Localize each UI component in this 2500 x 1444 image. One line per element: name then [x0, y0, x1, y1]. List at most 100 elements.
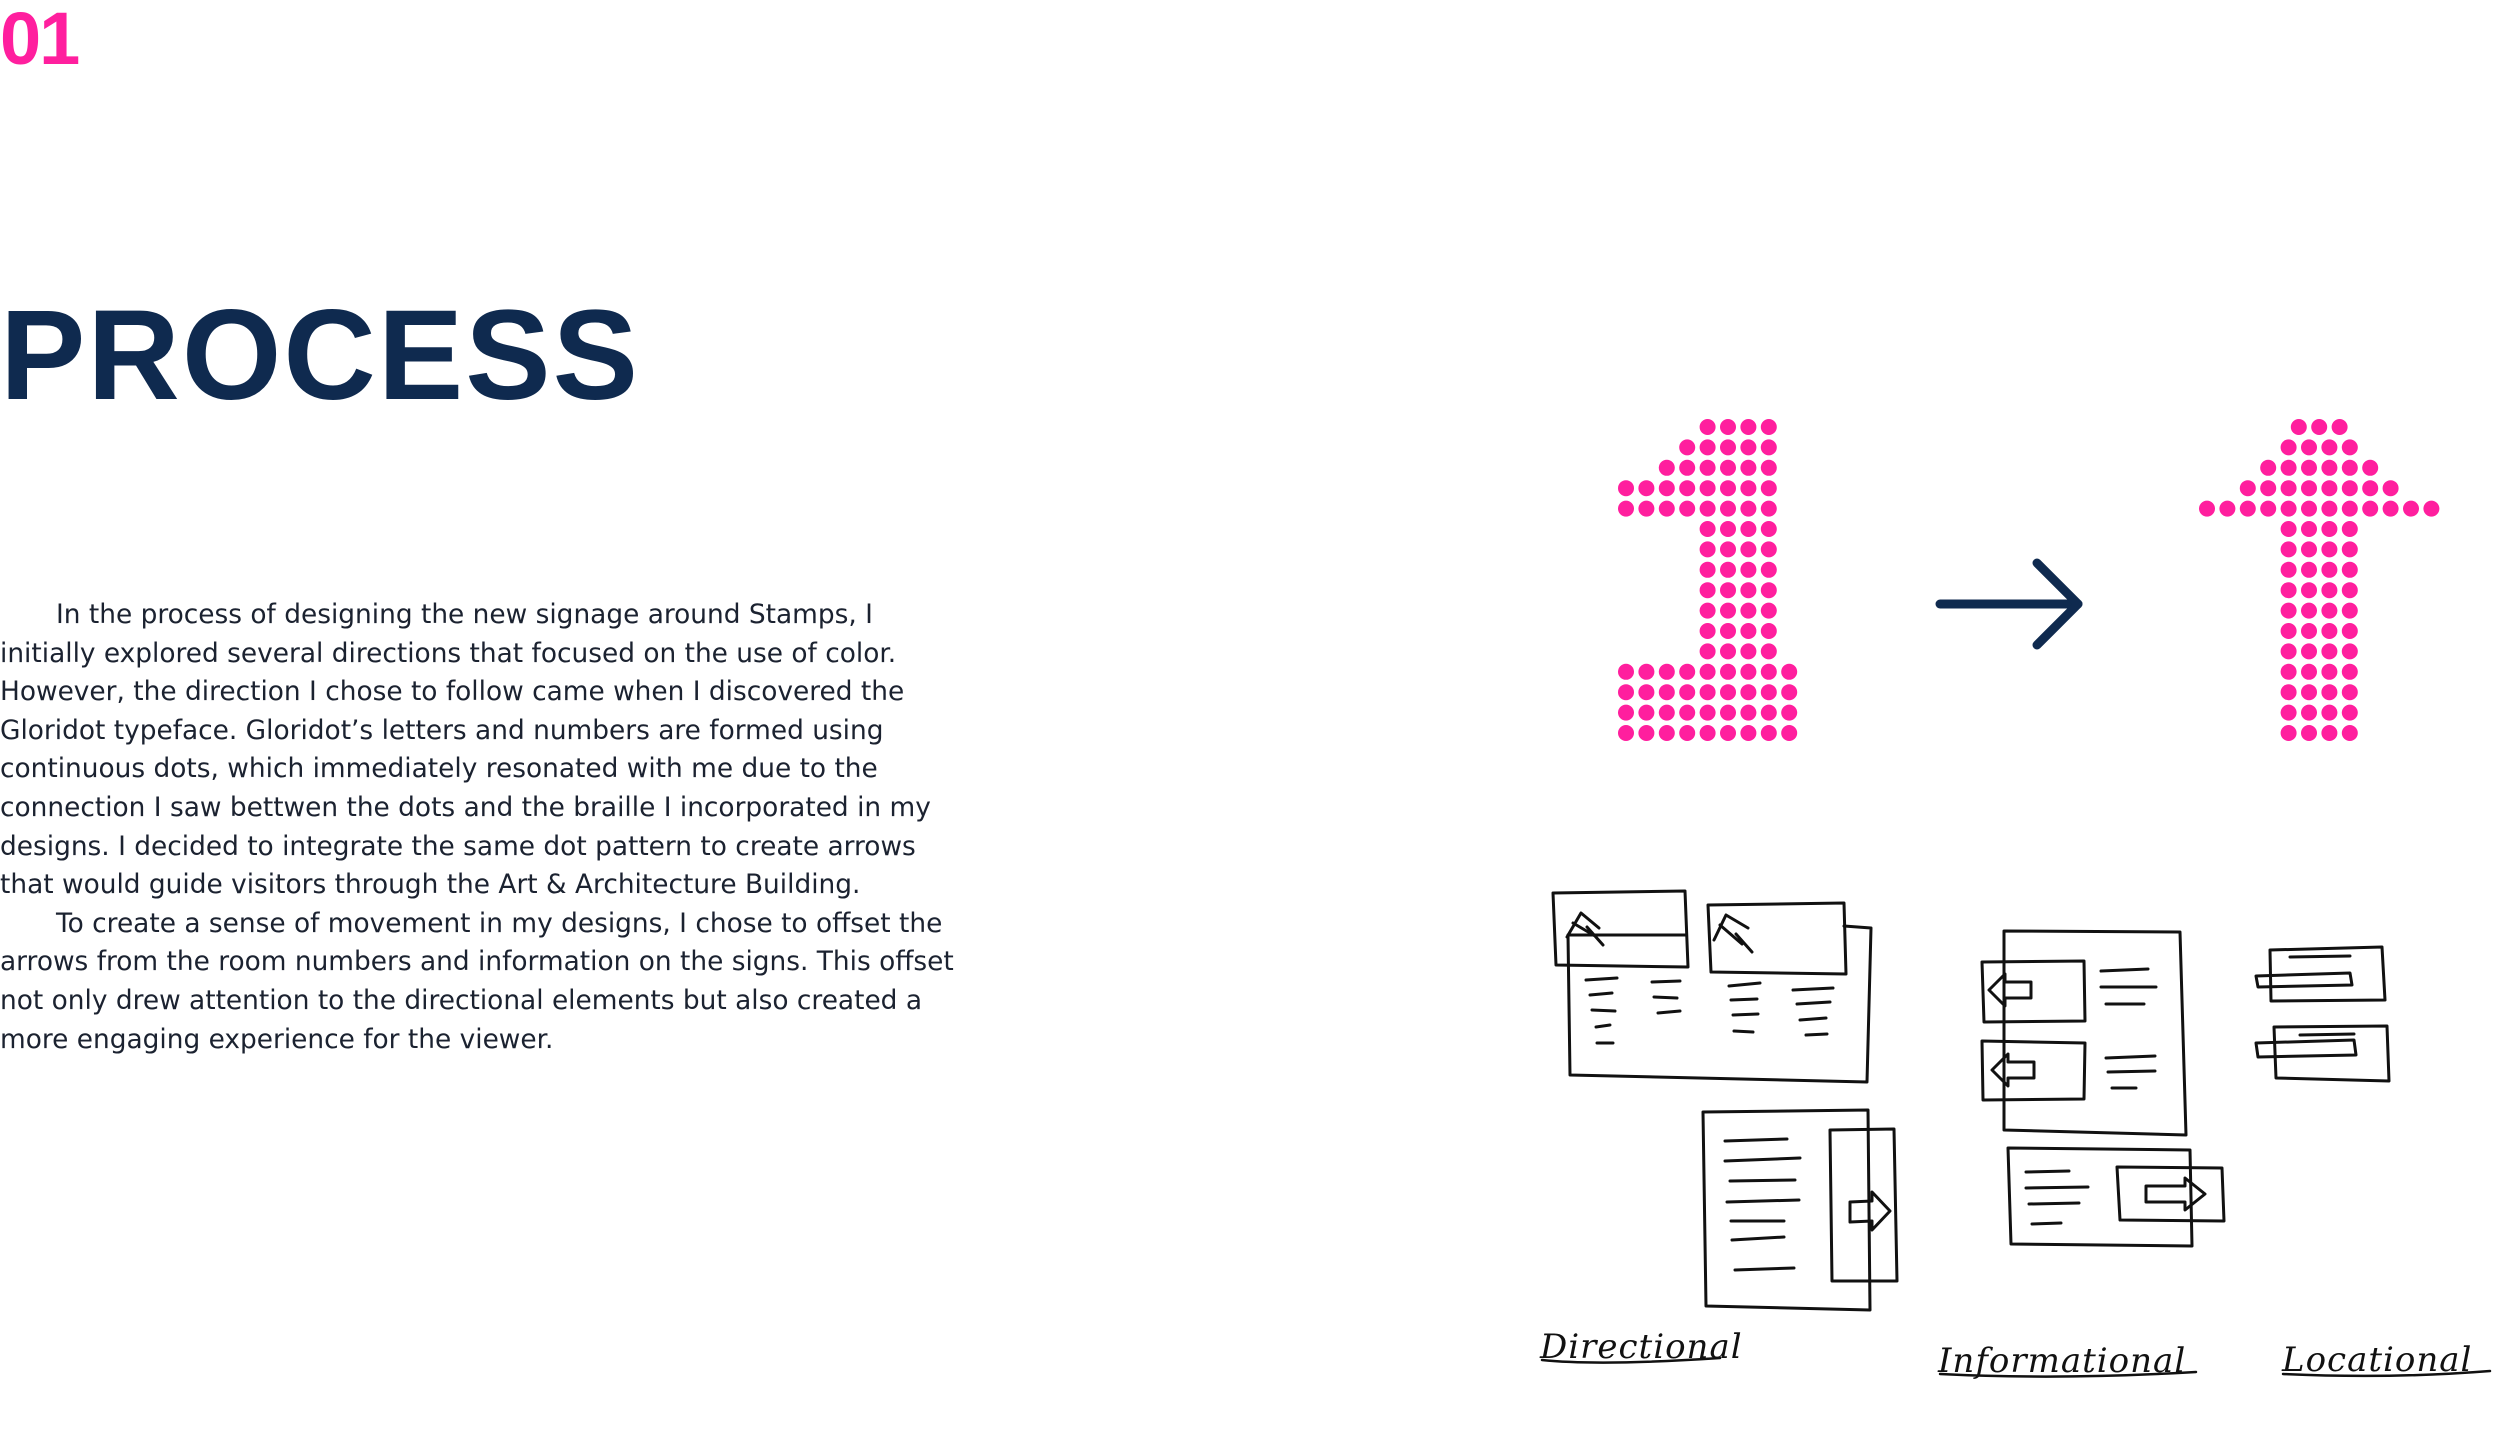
dot: [1618, 500, 1634, 517]
dot: [2321, 521, 2338, 537]
dot: [1720, 521, 1736, 537]
dot-number-one-glyph: [1618, 419, 1798, 741]
dot: [2321, 684, 2338, 701]
dot: [1658, 684, 1675, 701]
dot: [1720, 480, 1736, 497]
dot: [1699, 704, 1716, 721]
dot: [2301, 521, 2317, 537]
dot: [2301, 561, 2317, 578]
dot: [1679, 439, 1696, 456]
dot: [2341, 643, 2358, 660]
dot: [2280, 480, 2297, 497]
dot: [1740, 623, 1757, 639]
dot: [1679, 704, 1696, 721]
dot: [2321, 602, 2338, 619]
dot: [1740, 541, 1757, 558]
dot: [2301, 643, 2317, 660]
dot: [1699, 602, 1716, 619]
dot: [1699, 643, 1716, 660]
dot: [1760, 704, 1777, 721]
dot: [1679, 663, 1696, 680]
dot: [1740, 500, 1757, 517]
dot: [2199, 500, 2215, 517]
dot: [2321, 480, 2338, 497]
dot: [2341, 602, 2358, 619]
dot: [2331, 419, 2348, 435]
dot: [1740, 643, 1757, 660]
dot: [1760, 663, 1777, 680]
dot: [2301, 704, 2317, 721]
dot: [1618, 480, 1634, 497]
dot: [1638, 500, 1655, 517]
dot: [2239, 500, 2256, 517]
dot: [2321, 500, 2338, 517]
dot: [2341, 663, 2358, 680]
dot: [1699, 582, 1716, 599]
dot: [2362, 459, 2379, 476]
dot: [2260, 480, 2277, 497]
dot: [1740, 561, 1757, 578]
dot: [1699, 561, 1716, 578]
dot: [1760, 725, 1777, 741]
dot: [2341, 684, 2358, 701]
directional-sketch: [1551, 889, 1899, 1312]
dot: [2341, 541, 2358, 558]
dot: [1699, 725, 1716, 741]
dot: [2280, 602, 2297, 619]
dot: [2280, 582, 2297, 599]
dot: [1699, 459, 1716, 476]
dot: [2341, 582, 2358, 599]
dot: [1740, 419, 1757, 435]
dot: [2219, 500, 2236, 517]
dot: [1699, 439, 1716, 456]
dot: [2403, 500, 2419, 517]
dot: [1699, 419, 1716, 435]
dot: [1658, 480, 1675, 497]
dot: [1760, 561, 1777, 578]
dot: [2321, 704, 2338, 721]
dot: [1760, 643, 1777, 660]
dot: [2239, 480, 2256, 497]
dot: [2341, 725, 2358, 741]
dot: [2280, 704, 2297, 721]
dot: [1699, 623, 1716, 639]
dot: [1638, 704, 1655, 721]
dot: [2341, 704, 2358, 721]
dot: [2301, 623, 2317, 639]
dot: [1740, 480, 1757, 497]
dot: [2341, 623, 2358, 639]
dot: [1760, 623, 1777, 639]
dot: [1740, 684, 1757, 701]
dot: [2301, 684, 2317, 701]
dot: [2341, 459, 2358, 476]
dot: [2280, 623, 2297, 639]
dot: [1781, 704, 1798, 721]
dot: [2280, 521, 2297, 537]
dot: [1720, 684, 1736, 701]
dot: [2341, 521, 2358, 537]
dot: [2280, 500, 2297, 517]
paragraph: To create a sense of movement in my desi…: [0, 907, 954, 1055]
dot: [1638, 663, 1655, 680]
dot: [1781, 725, 1798, 741]
dot: [2341, 561, 2358, 578]
dot: [1740, 602, 1757, 619]
dot: [2301, 500, 2317, 517]
dot: [1781, 663, 1798, 680]
dot: [1679, 459, 1696, 476]
dot: [2260, 459, 2277, 476]
dot: [1699, 480, 1716, 497]
page-number: 01: [0, 0, 80, 80]
dot: [2321, 663, 2338, 680]
dot: [1699, 541, 1716, 558]
label-directional: Directional: [1540, 1327, 1743, 1367]
dot: [1699, 684, 1716, 701]
locational-sketch: [2254, 945, 2391, 1083]
dot: [2321, 623, 2338, 639]
dot: [2321, 643, 2338, 660]
dot: [1760, 602, 1777, 619]
dot: [2290, 419, 2307, 435]
dot: [2301, 480, 2317, 497]
dot: [2362, 480, 2379, 497]
dot: [1760, 500, 1777, 517]
